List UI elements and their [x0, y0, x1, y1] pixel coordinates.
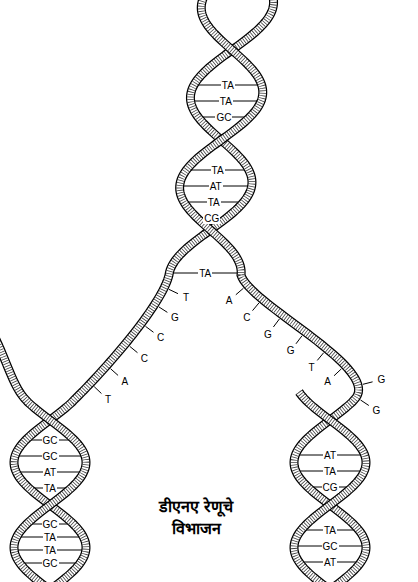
base-pair-label: TA	[198, 268, 212, 279]
base-label: A	[225, 295, 234, 306]
strand-hatch	[14, 0, 274, 582]
strand-hatch	[294, 392, 366, 582]
base-leader	[145, 326, 153, 332]
base-label: G	[286, 345, 296, 356]
base-pair-label: AT	[43, 467, 57, 478]
base-label: C	[156, 332, 165, 343]
base-pair-label: GC	[42, 435, 59, 446]
base-pair-label: TA	[323, 466, 337, 477]
base-label: G	[371, 405, 381, 416]
base-pair-label: TA	[43, 483, 57, 494]
strand-fill	[14, 0, 274, 582]
base-pair-label: TA	[219, 96, 233, 107]
base-pair-label: AT	[323, 450, 337, 461]
strand-fill	[294, 392, 366, 582]
base-pair-label: TA	[221, 80, 235, 91]
base-label: G	[170, 312, 180, 323]
base-leader	[296, 336, 302, 344]
strand-hatch	[0, 325, 86, 582]
base-label: A	[323, 376, 332, 387]
base-pair-label: TA	[211, 165, 225, 176]
base-pair-label: AT	[323, 557, 337, 568]
caption: डीएनए रेणूचे विभाजन	[131, 495, 261, 541]
base-leader	[111, 369, 118, 376]
base-label: A	[120, 376, 129, 387]
base-leader	[334, 369, 341, 376]
base-pair-label: CG	[203, 213, 220, 224]
base-label: C	[242, 312, 251, 323]
base-leader	[94, 387, 101, 394]
strand-outline	[14, 0, 274, 582]
base-pair-label: CG	[322, 482, 339, 493]
base-pair-label: TA	[207, 197, 221, 208]
base-pair-label: GC	[322, 541, 339, 552]
base-leader	[169, 289, 178, 293]
strand-fill	[0, 325, 86, 582]
base-leader	[236, 288, 244, 295]
base-label: T	[104, 394, 112, 405]
base-leader	[253, 303, 259, 311]
base-label: G	[376, 374, 386, 385]
base-pair-label: GC	[215, 112, 232, 123]
base-pair-label: GC	[42, 451, 59, 462]
base-label: C	[140, 353, 149, 364]
base-pair-label: TA	[43, 532, 57, 543]
base-pair-label: GC	[42, 558, 59, 569]
strand-outline	[0, 325, 86, 582]
base-pair-label: TA	[323, 525, 337, 536]
base-label: T	[308, 362, 316, 373]
base-leader	[363, 382, 373, 384]
base-pair-label: GC	[42, 519, 59, 530]
base-label: G	[263, 329, 273, 340]
base-leader	[317, 353, 323, 361]
base-leader	[361, 400, 369, 406]
base-leader	[130, 346, 138, 352]
base-pair-label: TA	[43, 545, 57, 556]
base-label: T	[182, 292, 190, 303]
base-leader	[159, 307, 167, 312]
strand-outline	[294, 392, 366, 582]
base-pair-label: AT	[209, 181, 223, 192]
base-leader	[273, 319, 279, 327]
